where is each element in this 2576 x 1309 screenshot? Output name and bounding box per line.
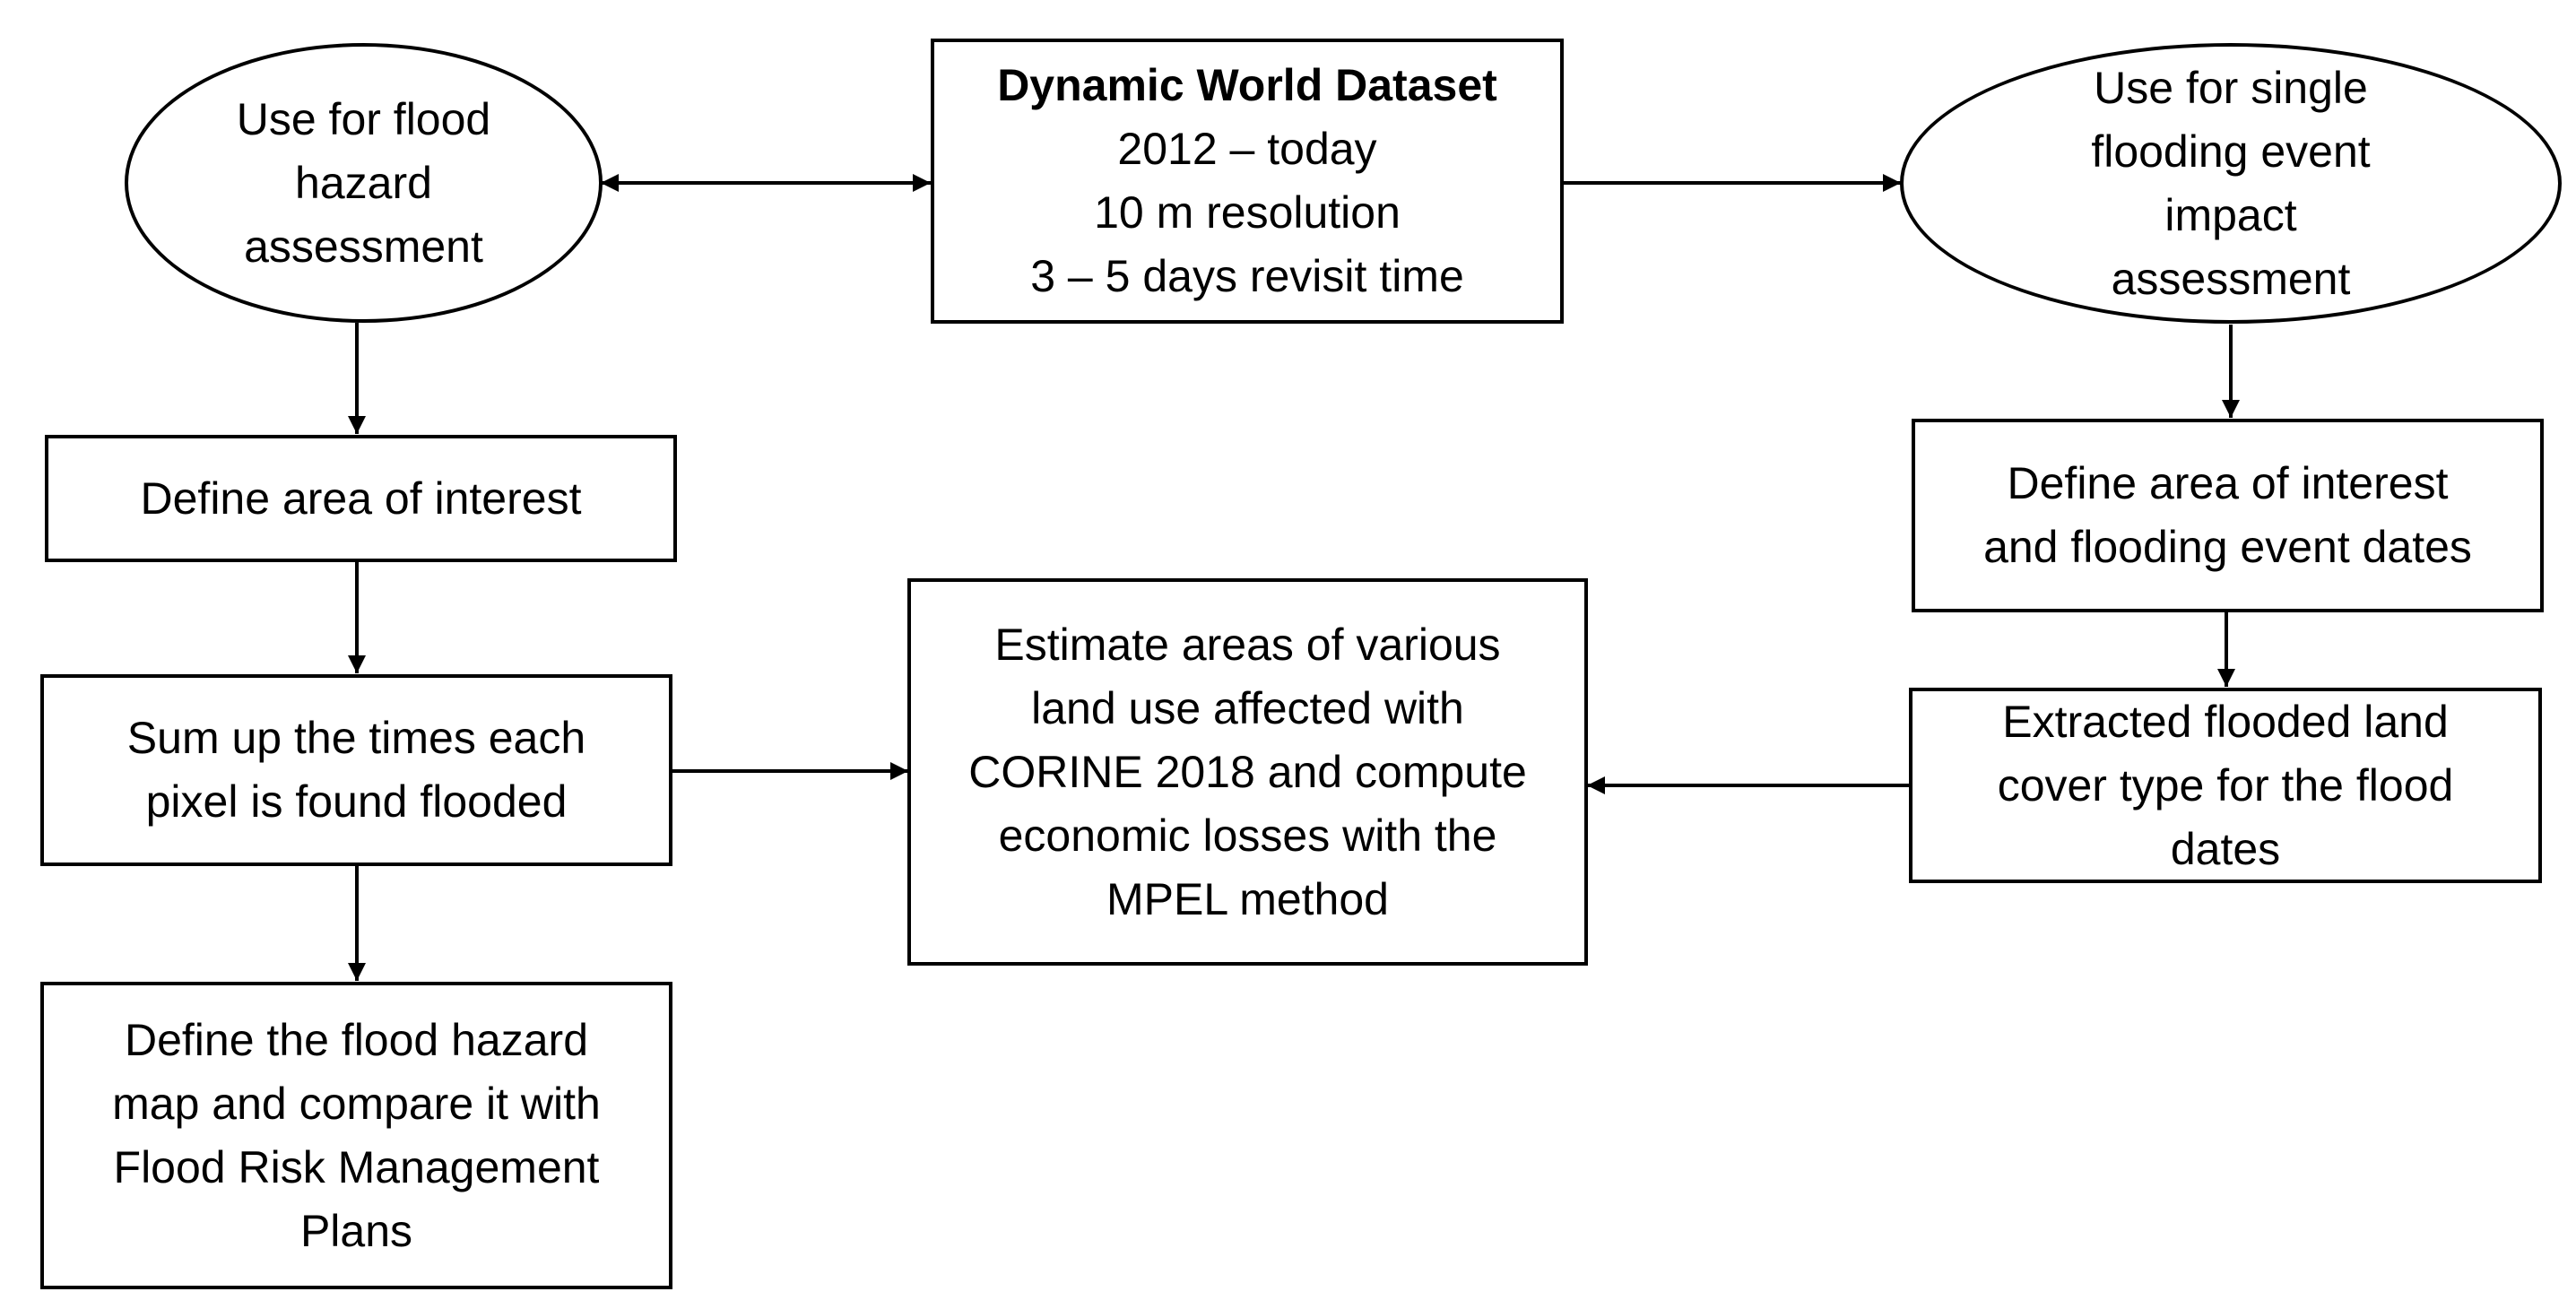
dataset-resolution: 10 m resolution	[1094, 187, 1401, 238]
sum-up-line-1: Sum up the times each	[126, 713, 586, 763]
extracted-land-cover-box: Extracted flooded land cover type for th…	[1909, 688, 2542, 883]
sum-up-flooded-box: Sum up the times each pixel is found flo…	[40, 674, 672, 866]
hazard-map-line-3: Flood Risk Management	[113, 1141, 600, 1192]
hazard-assessment-line-2: hazard	[295, 157, 432, 208]
event-assessment-line-1: Use for single	[2094, 62, 2368, 113]
event-assessment-ellipse: Use for single flooding event impact ass…	[1900, 43, 2562, 324]
estimate-line-4: economic losses with the	[998, 810, 1497, 861]
hazard-assessment-ellipse: Use for flood hazard assessment	[125, 43, 603, 323]
estimate-line-5: MPEL method	[1106, 873, 1389, 924]
right-area-of-interest-box: Define area of interest and flooding eve…	[1912, 419, 2544, 612]
dataset-title: Dynamic World Dataset	[997, 60, 1497, 110]
extracted-line-2: cover type for the flood	[1997, 759, 2454, 811]
event-assessment-line-3: impact	[2164, 189, 2297, 240]
extracted-line-1: Extracted flooded land	[2002, 696, 2449, 747]
estimate-line-3: CORINE 2018 and compute	[968, 746, 1527, 797]
hazard-map-line-2: map and compare it with	[112, 1078, 601, 1129]
flood-hazard-map-box: Define the flood hazard map and compare …	[40, 982, 672, 1289]
hazard-assessment-line-3: assessment	[244, 221, 483, 272]
left-area-of-interest-text: Define area of interest	[140, 472, 582, 524]
sum-up-line-2: pixel is found flooded	[145, 776, 568, 827]
estimate-line-2: land use affected with	[1031, 682, 1464, 733]
estimate-losses-box: Estimate areas of various land use affec…	[907, 578, 1588, 966]
extracted-line-3: dates	[2170, 823, 2281, 874]
hazard-map-line-1: Define the flood hazard	[124, 1014, 589, 1065]
right-area-of-interest-line-1: Define area of interest	[2007, 458, 2449, 508]
right-area-of-interest-line-2: and flooding event dates	[1983, 522, 2472, 572]
dataset-revisit-time: 3 – 5 days revisit time	[1030, 251, 1464, 301]
event-assessment-line-2: flooding event	[2091, 126, 2371, 177]
dataset-box: Dynamic World Dataset 2012 – today 10 m …	[931, 39, 1564, 324]
hazard-map-line-4: Plans	[299, 1205, 413, 1256]
estimate-line-1: Estimate areas of various	[994, 619, 1501, 670]
dataset-years: 2012 – today	[1117, 124, 1377, 174]
left-area-of-interest-box: Define area of interest	[45, 435, 677, 562]
hazard-assessment-line-1: Use for flood	[236, 93, 491, 144]
event-assessment-line-4: assessment	[2111, 253, 2351, 304]
